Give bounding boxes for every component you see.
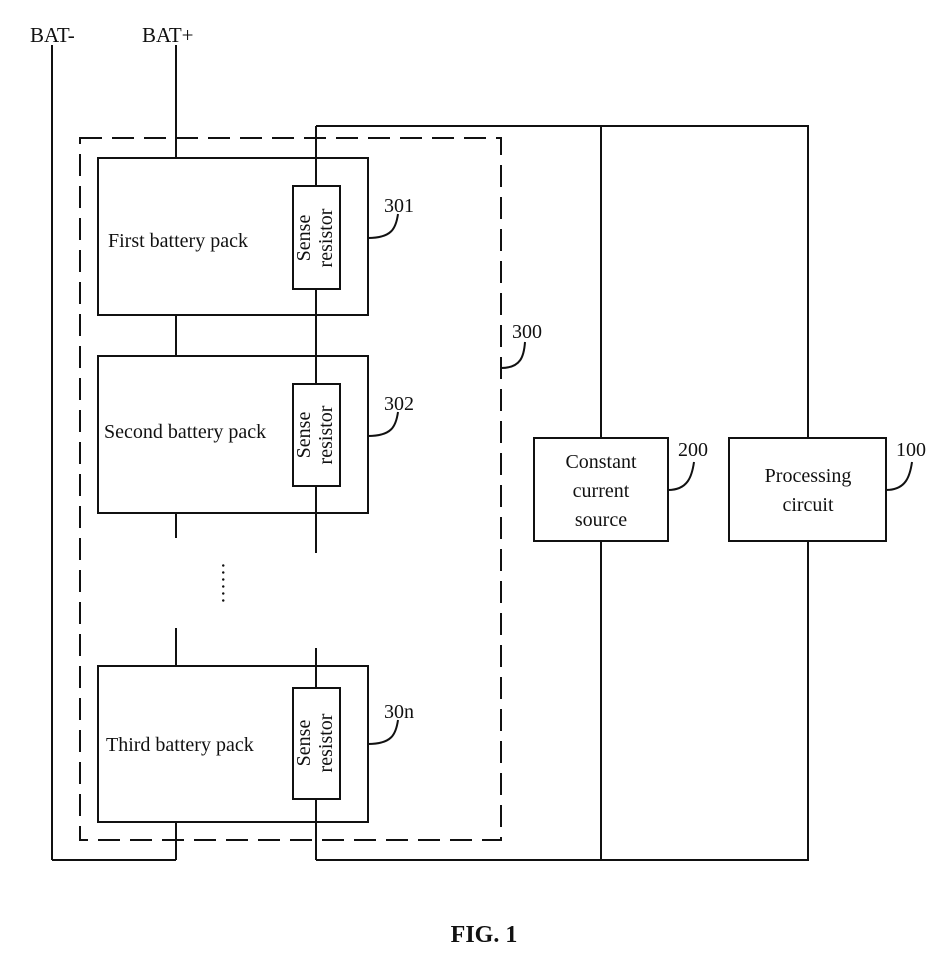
figure-caption: FIG. 1: [451, 922, 518, 948]
first-battery-pack-label: First battery pack: [108, 230, 248, 252]
sense-resistor-3-line1: Sense: [293, 720, 315, 767]
ref-301: 301: [384, 195, 414, 217]
sense-resistor-2-line1: Sense: [293, 412, 315, 459]
ref-300: 300: [512, 321, 542, 343]
leader-30n: [368, 720, 398, 744]
ccs-label-line2: current: [573, 480, 630, 502]
leader-300: [501, 342, 525, 368]
sense-resistor-1-line2: resistor: [315, 208, 337, 267]
ellipsis-dots: ……: [217, 562, 241, 604]
sense-resistor-1-line1: Sense: [293, 215, 315, 262]
leader-200: [668, 462, 694, 490]
second-battery-pack-label: Second battery pack: [104, 421, 266, 443]
processing-circuit-box: [729, 438, 886, 541]
third-battery-pack-label: Third battery pack: [106, 734, 254, 756]
bat-plus-label: BAT+: [142, 23, 194, 47]
ref-200: 200: [678, 439, 708, 461]
top-bus-wire: [316, 126, 808, 438]
bat-minus-label: BAT-: [30, 23, 75, 47]
leader-100: [886, 462, 912, 490]
ref-30n: 30n: [384, 701, 414, 723]
ref-100: 100: [896, 439, 926, 461]
ccs-label-line1: Constant: [565, 451, 637, 473]
ccs-label-line3: source: [575, 509, 627, 531]
sense-resistor-3-line2: resistor: [315, 713, 337, 772]
processing-label-line1: Processing: [765, 465, 852, 487]
sense-resistor-2-line2: resistor: [315, 405, 337, 464]
leader-302: [368, 412, 398, 436]
ref-302: 302: [384, 393, 414, 415]
processing-label-line2: circuit: [782, 494, 834, 516]
leader-301: [368, 214, 398, 238]
